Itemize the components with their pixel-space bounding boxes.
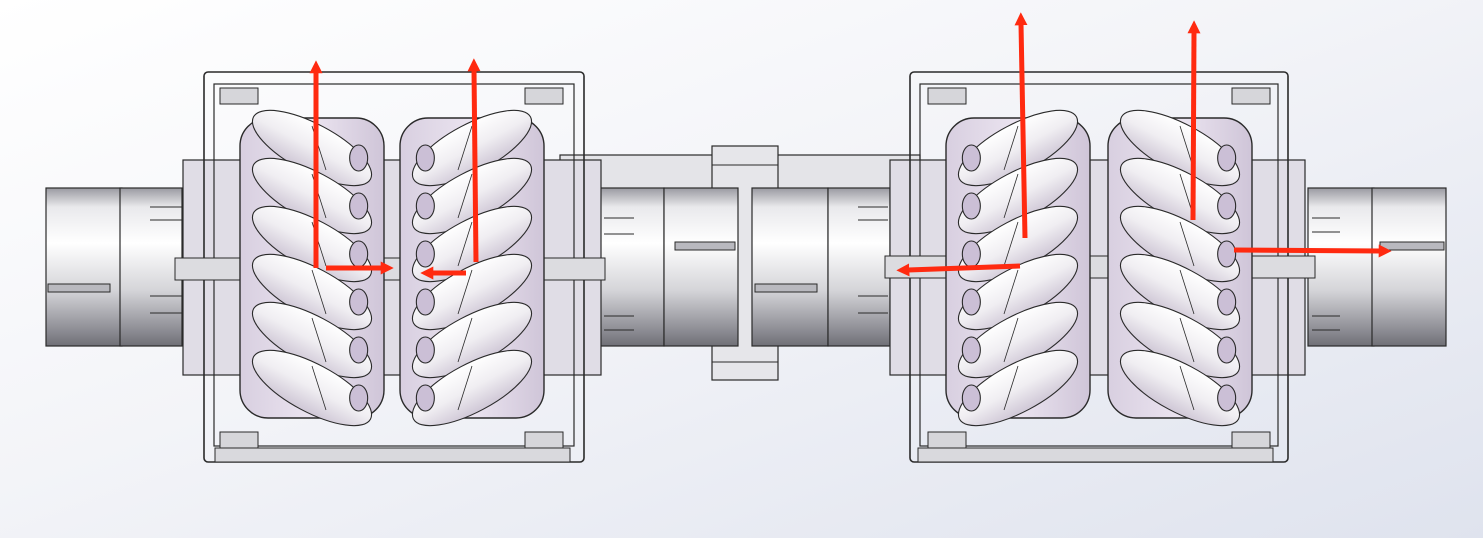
roller-seam	[1003, 317, 1019, 363]
roller-seam	[457, 125, 473, 171]
roller-seam	[457, 221, 473, 267]
roller-seam	[311, 269, 327, 315]
roller-seam	[1179, 221, 1195, 267]
left-inner-vertical-arrow	[467, 58, 481, 263]
roller	[251, 349, 373, 427]
roller-end-cap	[961, 144, 981, 172]
right-inner-vertical-arrow	[1014, 12, 1028, 239]
roller-end-cap	[349, 192, 369, 220]
roller-seam	[1179, 269, 1195, 315]
right-outer-wheel	[1107, 109, 1253, 427]
roller-seam	[311, 365, 327, 411]
roller-seam	[1003, 269, 1019, 315]
left-module	[174, 71, 606, 463]
roller-end-cap	[415, 288, 435, 316]
roller-end-cap	[349, 240, 369, 268]
roller-end-cap	[1217, 144, 1237, 172]
roller-seam	[1179, 365, 1195, 411]
roller-end-cap	[1217, 336, 1237, 364]
roller-end-cap	[415, 192, 435, 220]
roller-seam	[1179, 317, 1195, 363]
roller-end-cap	[415, 384, 435, 412]
roller-end-cap	[349, 384, 369, 412]
right-inner-lateral-arrow	[896, 263, 1021, 277]
motor-center-left	[597, 187, 739, 347]
roller-end-cap	[349, 288, 369, 316]
roller-seam	[457, 365, 473, 411]
left-inner-wheel	[399, 109, 545, 427]
roller	[411, 349, 533, 427]
roller-end-cap	[415, 144, 435, 172]
roller-end-cap	[961, 240, 981, 268]
roller	[1119, 349, 1241, 427]
motor-left-end	[45, 187, 183, 347]
roller-end-cap	[1217, 384, 1237, 412]
roller-end-cap	[961, 192, 981, 220]
roller-seam	[1003, 365, 1019, 411]
roller-seam	[311, 317, 327, 363]
roller-end-cap	[1217, 240, 1237, 268]
roller-end-cap	[415, 240, 435, 268]
roller	[957, 349, 1079, 427]
force-vectors	[309, 12, 1392, 280]
roller-end-cap	[961, 288, 981, 316]
roller-seam	[457, 317, 473, 363]
roller-seam	[457, 173, 473, 219]
roller-seam	[457, 269, 473, 315]
roller-seam	[1003, 125, 1019, 171]
right-outer-vertical-arrow	[1187, 20, 1201, 221]
roller-end-cap	[415, 336, 435, 364]
roller-seam	[1003, 221, 1019, 267]
roller-seam	[1003, 173, 1019, 219]
motor-right-end	[1307, 187, 1447, 347]
motor-center-right	[751, 187, 891, 347]
right-outer-lateral-arrow	[1233, 244, 1392, 258]
roller-end-cap	[961, 336, 981, 364]
roller-end-cap	[349, 336, 369, 364]
roller-end-cap	[349, 144, 369, 172]
roller-end-cap	[1217, 192, 1237, 220]
roller-end-cap	[961, 384, 981, 412]
roller-end-cap	[1217, 288, 1237, 316]
